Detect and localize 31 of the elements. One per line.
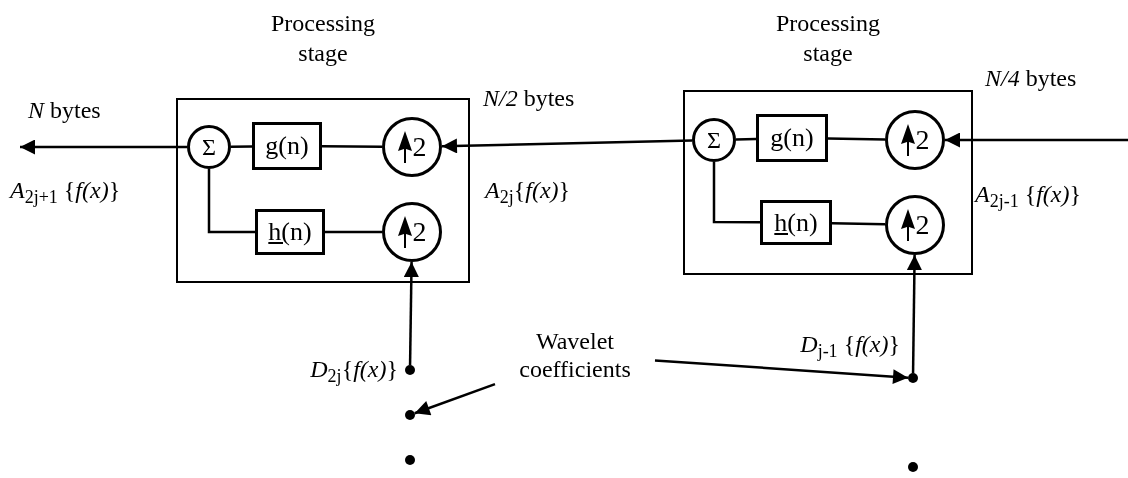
connector bbox=[403, 261, 419, 366]
connector bbox=[654, 359, 909, 385]
connector bbox=[207, 169, 255, 234]
connector bbox=[20, 139, 187, 155]
connector bbox=[322, 145, 382, 148]
upsample-factor: 2 bbox=[915, 211, 930, 239]
connector bbox=[441, 138, 693, 154]
filter-box: g(n) bbox=[756, 114, 828, 162]
upsample-factor: 2 bbox=[412, 218, 427, 246]
connector bbox=[828, 137, 885, 141]
annotation-text: Wavelet coefficients bbox=[518, 327, 632, 383]
stage-heading: Processing stage bbox=[775, 9, 881, 68]
filter-box: h(n) bbox=[760, 200, 832, 245]
connector bbox=[945, 132, 1128, 148]
connector bbox=[712, 162, 760, 224]
summing-junction: Σ bbox=[187, 125, 231, 169]
connector bbox=[414, 382, 496, 416]
filter-box: h(n) bbox=[255, 209, 325, 255]
connector bbox=[231, 145, 252, 148]
connector bbox=[831, 222, 886, 226]
signal-label: N/2 bytes bbox=[483, 84, 576, 112]
stage-heading: Processing stage bbox=[270, 9, 376, 68]
upsample-factor: 2 bbox=[915, 126, 930, 154]
summing-junction: Σ bbox=[692, 118, 736, 162]
signal-label: N bytes bbox=[28, 96, 102, 124]
signal-label: N/4 bytes bbox=[985, 64, 1078, 92]
connector bbox=[735, 137, 757, 141]
connector bbox=[325, 230, 382, 234]
filter-box: g(n) bbox=[252, 122, 322, 170]
upsample-factor: 2 bbox=[412, 133, 427, 161]
connector bbox=[906, 255, 922, 373]
